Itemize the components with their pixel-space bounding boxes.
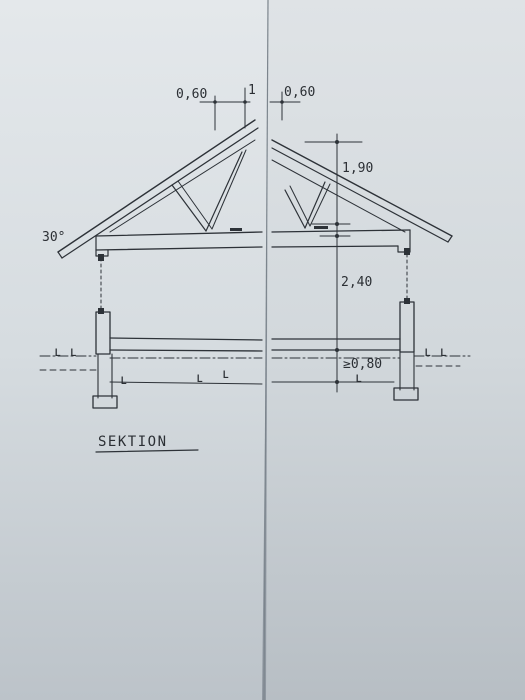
ground-mark: ʟ ʟ: [424, 345, 447, 360]
dimension-lines: [199, 87, 363, 393]
overhang-mark-label: 1: [248, 83, 256, 98]
ground-mark: ʟ: [196, 371, 204, 386]
roof-right: [271, 139, 453, 243]
beam-detail: [314, 226, 328, 229]
overhang-right-label: 0,60: [284, 85, 315, 100]
ground-marks: ʟ ʟ ʟ ʟ ʟ ʟ ʟ ʟ: [54, 345, 447, 388]
ground-mark: ʟ ʟ: [54, 345, 77, 360]
roof-angle-label: 30°: [42, 230, 65, 245]
wall-height-label: 2,40: [341, 275, 372, 290]
title-underline: [95, 449, 199, 453]
drawing-title: SEKTION: [98, 434, 168, 450]
ground-mark: ʟ: [120, 373, 128, 388]
overhang-left-label: 0,60: [176, 87, 207, 102]
walls: [95, 248, 415, 355]
ground-mark: ʟ: [222, 367, 230, 382]
paper-seam: [263, 0, 269, 700]
foundation-depth-label: ≥0,80: [343, 357, 382, 372]
truss-height-label: 1,90: [342, 161, 373, 176]
roof-left: [57, 119, 259, 259]
ground-mark: ʟ: [355, 371, 363, 386]
beam-detail: [230, 228, 242, 231]
